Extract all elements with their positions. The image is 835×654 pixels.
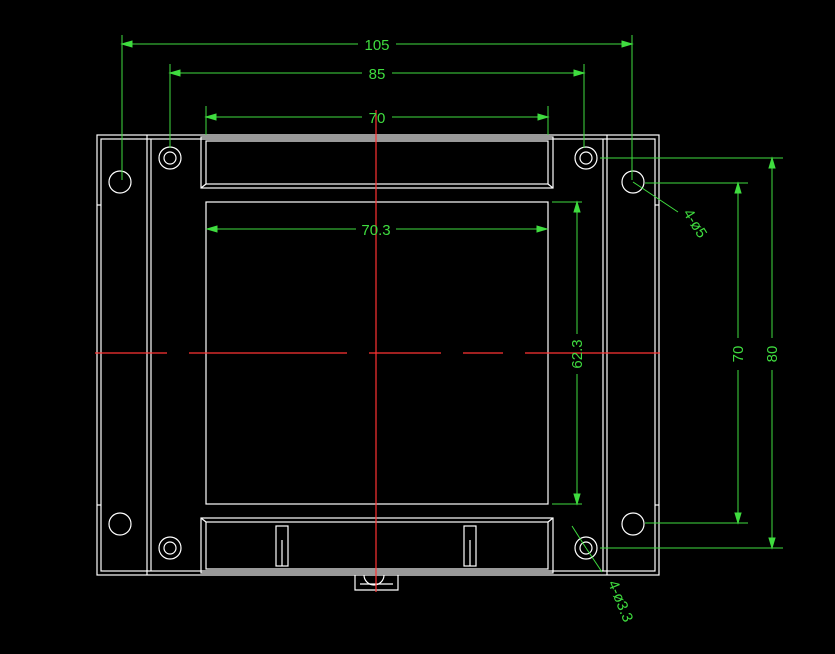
dim-70v-label: 70 [730,346,747,363]
top-terminal-channel [200,136,554,189]
inner-hole-tr [574,146,598,170]
enclosure-outline [96,134,660,591]
dim-70-3-arrow-left [205,225,218,233]
dim-70v-arrow-top [734,181,742,194]
din-clip-arc [363,574,385,586]
dim-80-arrow-top [768,156,776,169]
dim-70-label: 70 [369,110,386,127]
dimension-lines [120,35,783,573]
dim-70-3-arrow-right [536,225,549,233]
dim-70-3-label: 70.3 [361,222,390,239]
inner-hole-bl-core [163,541,177,555]
outer-body-inner-edge [100,138,656,572]
dim-70-arrow-right [537,113,550,121]
dimension-labels: 105 85 70 70.3 62.3 70 80 4-ø5 4-ø3.3 [361,37,781,625]
top-terminal-channel-inner [205,140,549,185]
inner-hole-tl [158,146,182,170]
dim-85-label: 85 [369,66,386,83]
bottom-terminal-channel [200,517,554,574]
top-channel-corner-bl [200,183,207,189]
leader-inner-holes-2 [571,525,587,549]
inner-hole-bl [158,536,182,560]
dim-80-label: 80 [764,346,781,363]
dim-85-arrow-right [573,69,586,77]
dim-80-arrow-bottom [768,537,776,550]
dim-70v-arrow-bottom [734,512,742,525]
bottom-channel-corner-tr [547,517,554,523]
outer-hole-br [621,512,645,536]
bottom-channel-corner-tl [200,517,207,523]
outer-body [96,134,660,576]
bottom-terminal-channel-inner [205,521,549,570]
dim-70-arrow-left [204,113,217,121]
outer-hole-bl [108,512,132,536]
dim-62-3-arrow-top [573,200,581,213]
leader-inner-holes [585,547,603,573]
top-channel-corner-br [547,183,554,189]
outer-hole-tl [108,170,132,194]
dim-105-label: 105 [364,37,389,54]
dim-62-3-arrow-bottom [573,493,581,506]
inner-hole-br-core [579,541,593,555]
dim-105-arrow-left [120,40,133,48]
inner-hole-tr-core [579,151,593,165]
outer-holes-callout: 4-ø5 [679,206,710,241]
dim-85-arrow-left [168,69,181,77]
inner-hole-tl-core [163,151,177,165]
centerlines [95,110,660,592]
inner-holes-callout: 4-ø3.3 [604,578,636,625]
leader-outer-holes [632,181,679,213]
dim-105-arrow-right [621,40,634,48]
inner-hole-br [574,536,598,560]
dim-62-3-label: 62.3 [569,339,586,368]
outer-hole-tr [621,170,645,194]
